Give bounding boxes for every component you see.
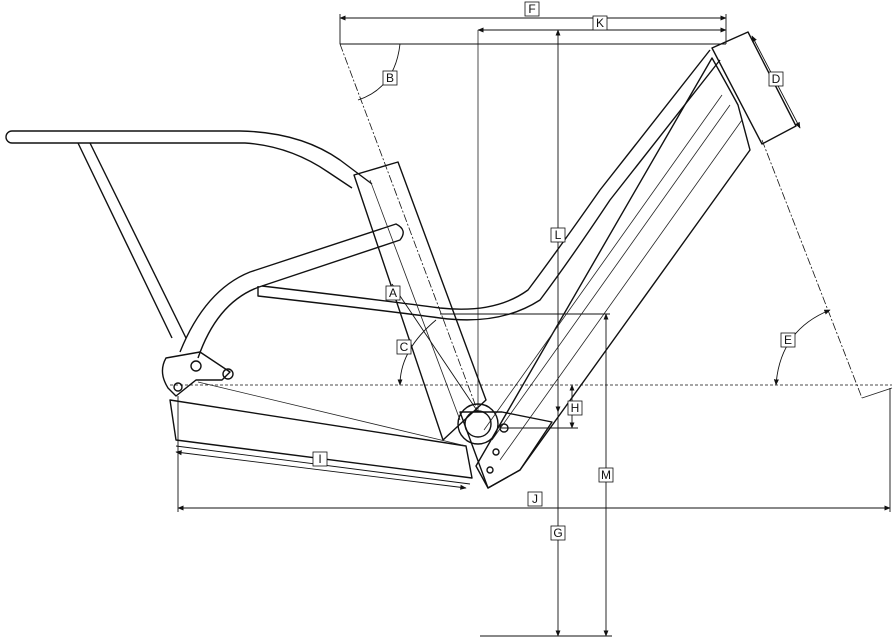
dim-a (391, 283, 479, 413)
svg-text:J: J (532, 492, 538, 506)
down-tube (475, 57, 751, 489)
down-tube-line-1 (483, 94, 723, 431)
label-d: D (768, 71, 784, 87)
reference-lines (170, 30, 893, 413)
label-c: C (396, 339, 412, 355)
svg-text:M: M (601, 468, 611, 482)
label-i: I (312, 451, 328, 467)
dropout-bolt (190, 360, 202, 372)
label-h: H (567, 400, 583, 416)
rack-end-cap (5, 130, 13, 144)
svg-text:K: K (596, 16, 604, 30)
label-m: M (598, 467, 614, 483)
svg-text:C: C (400, 340, 409, 354)
svg-text:E: E (784, 333, 792, 347)
bottom-bracket-outer (457, 403, 499, 445)
label-l: L (550, 227, 566, 243)
svg-text:I: I (318, 452, 321, 466)
down-tube-line-2 (491, 104, 731, 441)
frame-outline (5, 31, 797, 489)
head-tube-axis (761, 139, 863, 399)
svg-text:B: B (386, 71, 394, 85)
rear-dropout (161, 351, 231, 397)
rack-strut-outer (77, 142, 173, 339)
label-b: B (382, 70, 398, 86)
seat-tube (353, 161, 487, 441)
svg-text:A: A (389, 286, 397, 300)
motor-bolt-3 (486, 466, 494, 474)
label-f: F (524, 1, 540, 17)
dim-i (175, 450, 467, 490)
motor-mount (459, 411, 553, 489)
label-j: J (527, 491, 543, 507)
rear-axle (173, 382, 183, 392)
label-a: A (385, 285, 401, 301)
lower-top-tube (257, 59, 721, 321)
svg-text:F: F (528, 2, 535, 16)
dimension-labels: F K B D L A C E (312, 1, 796, 541)
chain-stay-top (197, 381, 467, 447)
svg-text:H: H (571, 401, 580, 415)
chain-stay (169, 399, 473, 479)
rack-strut-inner (89, 142, 187, 339)
bottom-bracket-inner (464, 410, 492, 438)
head-tube (711, 31, 797, 145)
dropout-bolt-2 (222, 368, 234, 380)
label-k: K (592, 15, 608, 31)
seat-stay (179, 223, 404, 359)
label-g: G (550, 525, 566, 541)
lower-top-tube-inner (261, 49, 711, 310)
seat-tube-axis (339, 43, 479, 413)
head-axis-end (861, 387, 893, 399)
rack-top-tube-lower (12, 142, 353, 189)
dimension-lines (175, 14, 891, 637)
svg-text:D: D (772, 72, 781, 86)
rack-top-tube (12, 130, 373, 185)
motor-bolt-2 (492, 448, 500, 456)
seat-tube-inner (369, 179, 461, 421)
svg-text:L: L (555, 228, 562, 242)
angle-e-arc (773, 309, 831, 386)
svg-text:G: G (553, 526, 562, 540)
down-tube-line-3 (499, 119, 743, 461)
label-e: E (780, 332, 796, 348)
